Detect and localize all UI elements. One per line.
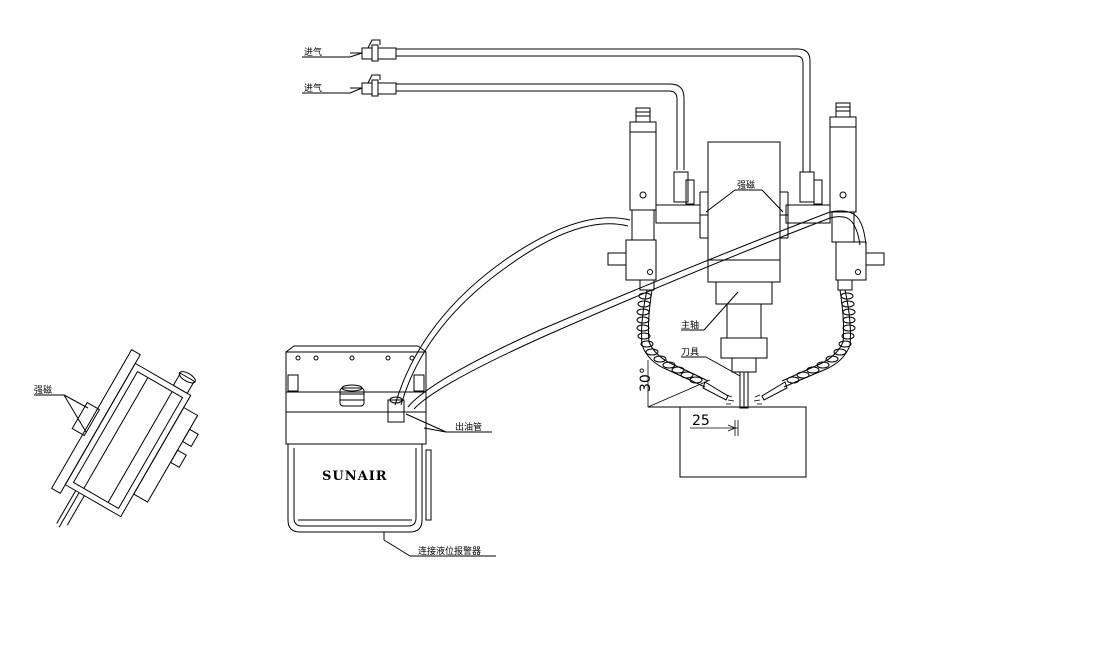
left-nozzle-unit: [607, 107, 701, 291]
oil-tubes: [394, 210, 867, 410]
oil-tank: [285, 345, 496, 557]
brand-label: SUNAIR: [322, 469, 388, 484]
air-tube-lower: [396, 83, 685, 170]
spray-left: [726, 394, 735, 405]
flex-hose-right: [761, 289, 856, 401]
air-tube-upper: [396, 48, 811, 172]
spray-right: [753, 394, 762, 405]
spindle-label: 主轴: [681, 319, 699, 331]
air-valve-1: [350, 39, 397, 62]
right-nozzle-unit: [785, 102, 885, 291]
filler-cap: [339, 387, 365, 407]
angle-dimension-label: 30°: [638, 367, 654, 392]
offset-dimension: [690, 420, 739, 436]
offset-dimension-label: 25: [692, 413, 710, 429]
oil-outlet-label: 出油管: [455, 421, 482, 433]
pump-side-view: [50, 349, 199, 528]
air-inlet-label-1: 进气: [304, 46, 322, 58]
workpiece: [679, 406, 807, 478]
spindle-head: [699, 141, 789, 409]
level-alarm-label: 连接液位报警器: [418, 545, 481, 557]
magnet-label-left: 强磁: [34, 384, 52, 396]
air-valve-2: [350, 74, 397, 97]
air-inlet-label-2: 进气: [304, 82, 322, 94]
angle-dimension: [647, 360, 711, 408]
magnet-leader-left: [34, 394, 89, 433]
magnet-label-top: 强磁: [737, 179, 755, 191]
air-inlet-assembly: [350, 39, 811, 172]
magnet-leader-top: [705, 189, 784, 213]
tool-label: 刀具: [681, 347, 699, 358]
